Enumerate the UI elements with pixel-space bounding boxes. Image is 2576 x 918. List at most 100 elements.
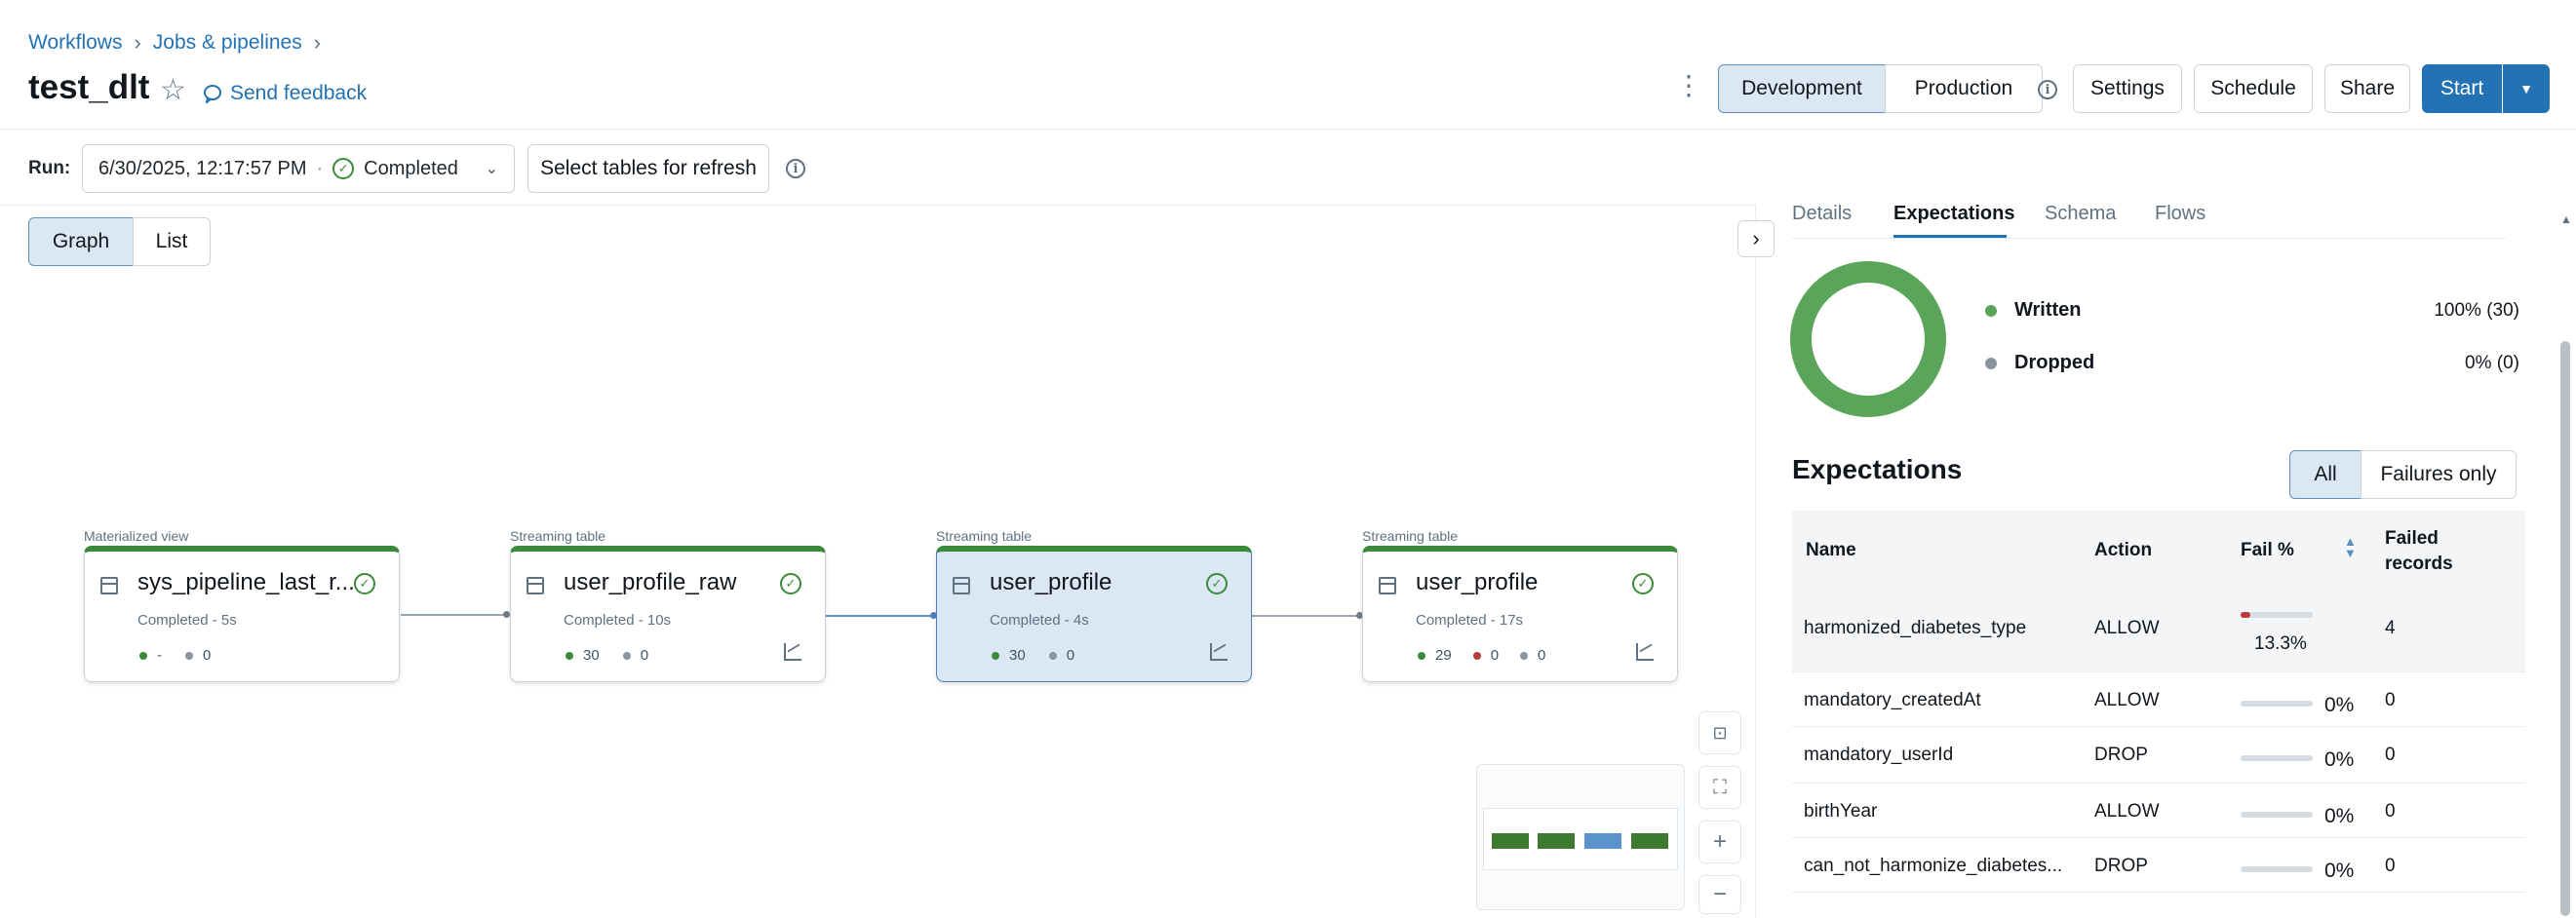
zoom-out-icon[interactable]: − xyxy=(1698,875,1741,914)
table-icon xyxy=(100,577,118,594)
node-type-label: Streaming table xyxy=(510,528,606,544)
column-failed-records[interactable]: Failed records xyxy=(2385,528,2453,574)
schedule-button[interactable]: Schedule xyxy=(2194,64,2313,113)
active-tab-indicator xyxy=(1893,235,2007,238)
tab-schema[interactable]: Schema xyxy=(2045,203,2117,224)
select-tables-refresh-button[interactable]: Select tables for refresh xyxy=(527,144,769,193)
scroll-up-icon[interactable]: ▲ xyxy=(2560,212,2572,226)
written-dot-icon xyxy=(139,651,147,660)
fullscreen-icon[interactable]: ⛶ xyxy=(1698,766,1741,809)
dropped-dot-icon xyxy=(185,651,193,660)
tab-flows[interactable]: Flows xyxy=(2155,203,2206,224)
panel-scrollbar[interactable] xyxy=(2560,341,2570,916)
node-status: Completed - 10s xyxy=(564,612,672,629)
node-name: user_profile_raw xyxy=(564,569,737,595)
expectation-fail-pct: 0% xyxy=(2324,748,2355,771)
production-button[interactable]: Production xyxy=(1885,64,2043,113)
written-dot-icon xyxy=(1985,304,1997,317)
expectation-name: harmonized_diabetes_type xyxy=(1804,618,2027,638)
star-icon[interactable]: ☆ xyxy=(160,74,186,106)
zoom-in-icon[interactable]: + xyxy=(1698,821,1741,863)
run-selector[interactable]: 6/30/2025, 12:17:57 PM · ✓ Completed ⌄ xyxy=(82,144,515,193)
tab-details[interactable]: Details xyxy=(1792,203,1853,224)
page-title: test_dlt xyxy=(28,68,150,106)
expectation-fail-pct: 0% xyxy=(2324,694,2355,716)
graph-node-user-profile-raw[interactable]: user_profile_raw ✓ Completed - 10s 30 0 xyxy=(510,546,826,682)
column-name[interactable]: Name xyxy=(1806,540,1856,560)
column-fail-pct[interactable]: Fail % xyxy=(2241,540,2294,560)
fit-view-icon[interactable]: ⊡ xyxy=(1698,711,1741,754)
start-options-chevron-icon[interactable]: ▼ xyxy=(2503,64,2550,113)
node-type-label: Streaming table xyxy=(936,528,1033,544)
run-datetime: 6/30/2025, 12:17:57 PM xyxy=(98,157,307,179)
dropped-count: 0 xyxy=(1066,647,1075,664)
expectation-name: mandatory_createdAt xyxy=(1804,690,1981,710)
node-status: Completed - 17s xyxy=(1416,612,1524,629)
written-dropped-donut-chart xyxy=(1790,261,1946,417)
dropped-label: Dropped xyxy=(2014,352,2095,373)
sort-icon[interactable]: ▲▼ xyxy=(2344,534,2357,560)
tab-expectations[interactable]: Expectations xyxy=(1893,203,2015,224)
breadcrumb-jobs-pipelines[interactable]: Jobs & pipelines xyxy=(152,31,302,54)
line-chart-icon[interactable] xyxy=(1636,643,1654,661)
graph-node-user-profile-selected[interactable]: user_profile ✓ Completed - 4s 30 0 xyxy=(936,546,1252,682)
written-label: Written xyxy=(2014,299,2082,321)
written-value: 100% (30) xyxy=(2434,300,2519,321)
node-name: user_profile xyxy=(990,569,1112,595)
failed-count: 0 xyxy=(1490,647,1500,664)
table-icon xyxy=(527,577,544,594)
settings-button[interactable]: Settings xyxy=(2073,64,2182,113)
failed-dot-icon xyxy=(1472,651,1481,660)
share-button[interactable]: Share xyxy=(2324,64,2410,113)
chevron-right-icon: › xyxy=(134,30,141,55)
start-button[interactable]: Start xyxy=(2422,64,2502,113)
development-button[interactable]: Development xyxy=(1718,64,1886,113)
table-icon xyxy=(953,577,970,594)
completed-check-icon: ✓ xyxy=(332,158,355,179)
run-divider xyxy=(0,205,1755,206)
written-dot-icon xyxy=(1418,651,1425,660)
fail-progress-bar xyxy=(2241,812,2313,818)
expectations-heading: Expectations xyxy=(1792,454,1963,484)
graph-view-button[interactable]: Graph xyxy=(28,217,134,266)
graph-node-sys-pipeline[interactable]: sys_pipeline_last_r... ✓ Completed - 5s … xyxy=(84,546,400,682)
expectation-fail-pct: 13.3% xyxy=(2254,633,2307,654)
send-feedback-link[interactable]: Send feedback xyxy=(203,82,367,105)
expectation-action: ALLOW xyxy=(2094,801,2160,822)
node-status: Completed - 4s xyxy=(990,612,1089,629)
kebab-menu-icon[interactable]: ⋮ xyxy=(1675,70,1702,100)
tabs-divider xyxy=(1792,238,2506,239)
line-chart-icon[interactable] xyxy=(1210,643,1228,661)
node-type-label: Materialized view xyxy=(84,528,189,544)
expectation-name: can_not_harmonize_diabetes... xyxy=(1804,856,2063,876)
fail-progress-fill xyxy=(2241,612,2250,618)
list-view-button[interactable]: List xyxy=(133,217,211,266)
dropped-dot-icon xyxy=(1048,651,1057,660)
column-action[interactable]: Action xyxy=(2094,540,2153,560)
edge-endpoint xyxy=(1356,612,1363,619)
node-counts: 29 0 0 xyxy=(1418,647,1545,664)
graph-minimap[interactable] xyxy=(1476,764,1685,910)
line-chart-icon[interactable] xyxy=(784,643,801,661)
filter-all-button[interactable]: All xyxy=(2289,450,2361,499)
minimap-node xyxy=(1631,833,1668,849)
written-dot-icon xyxy=(992,651,999,660)
fail-progress-bar xyxy=(2241,701,2313,707)
info-icon[interactable]: i xyxy=(786,159,805,178)
info-icon[interactable]: i xyxy=(2038,80,2057,99)
collapse-panel-chevron-icon[interactable]: › xyxy=(1737,220,1775,257)
graph-node-user-profile[interactable]: user_profile ✓ Completed - 17s 29 0 0 xyxy=(1362,546,1678,682)
node-counts: - 0 xyxy=(139,647,211,664)
dropped-count: 0 xyxy=(640,647,649,664)
dropped-dot-icon xyxy=(622,651,631,660)
breadcrumb-workflows[interactable]: Workflows xyxy=(28,31,123,54)
filter-failures-only-button[interactable]: Failures only xyxy=(2361,450,2517,499)
graph-edge xyxy=(826,615,933,617)
minimap-node xyxy=(1538,833,1575,849)
dropped-dot-icon xyxy=(1985,357,1997,369)
